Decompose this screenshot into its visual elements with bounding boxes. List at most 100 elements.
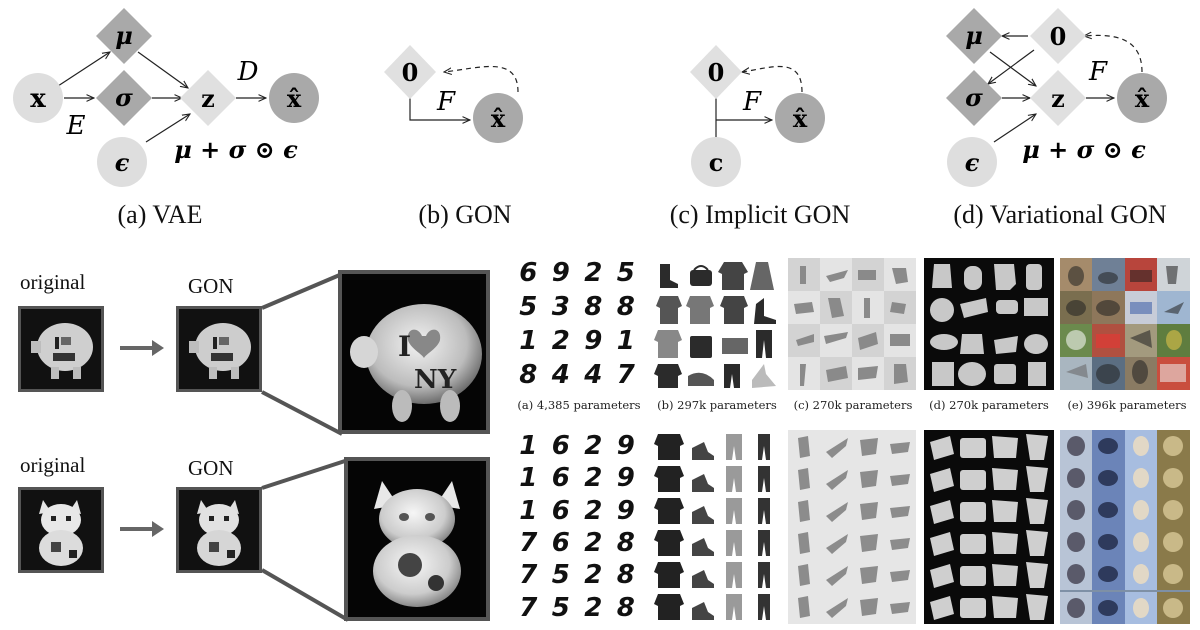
digit: 1 — [519, 495, 538, 526]
vae-label-eps: ϵ — [115, 148, 130, 177]
vgon-node-eps — [947, 137, 997, 187]
lucky-cat-icon — [179, 490, 259, 570]
vgon-node-sigma — [946, 70, 1002, 126]
implicit-gon-label-zero: 0 — [708, 58, 725, 87]
shapenet-top-grid — [788, 258, 916, 390]
digit: 6 — [519, 258, 538, 288]
caption-gon: (b) GON — [418, 200, 512, 229]
caption-implicit-gon: (c) Implicit GON — [669, 200, 851, 229]
digit: 2 — [584, 592, 603, 623]
vae-edge-e: E — [66, 111, 86, 141]
mnist-bottom-grid: 1 6 2 9 1 6 2 9 1 6 2 9 7 6 2 8 7 5 2 8 … — [512, 430, 642, 624]
implicit-gon-node-zero — [690, 45, 742, 99]
gon-node-xhat — [473, 93, 523, 143]
cifar-bottom-grid — [1060, 430, 1190, 624]
vgon-node-mu — [946, 8, 1002, 64]
bottom-original-label: original — [20, 453, 86, 477]
gon-label-zero: 0 — [402, 58, 419, 87]
vae-label-mu: μ — [115, 21, 133, 50]
implicit-gon-node-xhat — [775, 93, 825, 143]
shapes3d-bottom-grid — [924, 430, 1054, 624]
vae-diagram: x μ σ z x̂ ϵ E D μ + σ ⊙ ϵ — [13, 8, 319, 187]
digit: 7 — [519, 527, 538, 558]
top-original-label: original — [20, 270, 86, 294]
digit: 7 — [519, 592, 538, 623]
gon-node-zero — [384, 45, 436, 99]
digit: 6 — [551, 495, 570, 526]
digit: 7 — [616, 360, 635, 390]
top-original-image — [18, 306, 104, 392]
top-arrow-icon — [120, 340, 164, 356]
lucky-cat-zoom-icon — [348, 461, 486, 617]
digit: 8 — [616, 292, 635, 322]
vae-node-eps — [97, 137, 147, 187]
vae-node-z — [180, 70, 236, 126]
digit: 2 — [584, 527, 603, 558]
implicit-gon-edge-f: F — [742, 87, 762, 117]
digit: 5 — [519, 292, 538, 322]
digit: 2 — [551, 326, 570, 356]
param-label-b: (b) 297k parameters — [657, 398, 777, 412]
model-diagrams: x μ σ z x̂ ϵ E D μ + σ ⊙ ϵ 0 x̂ F 0 x̂ — [13, 8, 1167, 187]
digit: 6 — [551, 527, 570, 558]
digit: 7 — [519, 560, 538, 591]
vae-node-x — [13, 73, 63, 123]
vae-label-sigma: σ — [115, 83, 133, 112]
piggy-bank-icon — [179, 309, 259, 389]
digit: 1 — [519, 431, 538, 461]
implicit-gon-diagram: 0 x̂ c F — [690, 45, 825, 187]
mnist-top-grid: 6 9 2 5 5 3 8 8 1 2 9 1 8 4 4 7 — [512, 256, 642, 392]
digit: 2 — [584, 431, 603, 461]
digit: 1 — [616, 326, 635, 356]
gon-edge-f: F — [436, 87, 456, 117]
digit: 1 — [519, 463, 538, 494]
piggy-bank-zoom-icon: I NY — [342, 274, 486, 430]
top-gon-label: GON — [188, 274, 234, 298]
vgon-label-z: z — [1051, 84, 1065, 113]
digit: 5 — [551, 560, 570, 591]
digit: 2 — [584, 495, 603, 526]
shapes3d-top-grid — [924, 258, 1054, 390]
implicit-gon-label-c: c — [709, 148, 724, 177]
digit: 8 — [519, 360, 538, 390]
param-label-e: (e) 396k parameters — [1067, 398, 1187, 412]
digit: 1 — [519, 326, 538, 356]
digit: 9 — [616, 495, 635, 526]
vgon-node-xhat — [1117, 73, 1167, 123]
piggy-bank-icon — [21, 309, 101, 389]
vgon-node-zero — [1030, 8, 1086, 64]
vae-label-x: x — [30, 84, 46, 114]
vgon-label-eps: ϵ — [965, 148, 980, 177]
digit: 8 — [616, 527, 635, 558]
vgon-equation: μ + σ ⊙ ϵ — [1022, 135, 1146, 164]
bottom-arrow-icon — [120, 521, 164, 537]
vae-label-xhat: x̂ — [287, 84, 302, 113]
digit: 6 — [551, 431, 570, 461]
vgon-label-xhat: x̂ — [1135, 84, 1150, 113]
gon-diagram: 0 x̂ F — [384, 45, 523, 143]
digit: 8 — [616, 592, 635, 623]
variational-gon-diagram: μ 0 σ z x̂ ϵ F μ + σ ⊙ ϵ — [946, 8, 1167, 187]
param-label-a: (a) 4,385 parameters — [517, 398, 641, 412]
digit: 9 — [616, 463, 635, 494]
fashion-bottom-grid — [652, 430, 782, 624]
bottom-gon-label: GON — [188, 456, 234, 480]
caption-variational-gon: (d) Variational GON — [953, 200, 1167, 229]
digit: 8 — [584, 292, 603, 322]
vae-label-z: z — [201, 84, 215, 113]
digit: 3 — [551, 292, 570, 322]
param-label-d: (d) 270k parameters — [929, 398, 1049, 412]
digit: 9 — [551, 258, 570, 288]
top-gon-image — [176, 306, 262, 392]
vgon-label-mu: μ — [965, 21, 983, 50]
top-zoom-lines — [261, 272, 343, 436]
vae-node-sigma — [96, 70, 152, 126]
bottom-zoom-image — [344, 457, 490, 621]
zoom-text-i: I — [398, 330, 411, 363]
vae-edge-d: D — [237, 57, 259, 87]
param-label-c: (c) 270k parameters — [793, 398, 913, 412]
vae-node-xhat — [269, 73, 319, 123]
implicit-gon-node-c — [691, 137, 741, 187]
gon-label-xhat: x̂ — [491, 104, 506, 133]
vae-equation: μ + σ ⊙ ϵ — [174, 135, 298, 164]
